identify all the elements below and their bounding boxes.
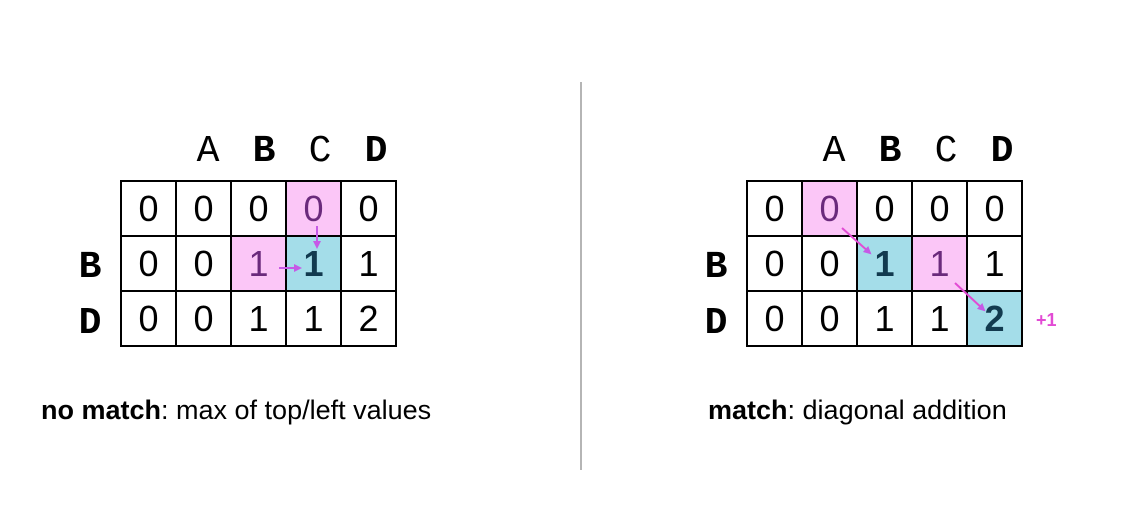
table-cell: 1	[856, 290, 913, 347]
table-cell: 0	[120, 180, 177, 237]
col-header-b: B	[252, 130, 276, 173]
table-row: 0 0 0 0 0	[746, 180, 1023, 237]
table-cell: 1	[285, 290, 342, 347]
col-header-b: B	[878, 130, 902, 173]
result-cell: 2	[966, 290, 1023, 347]
table-cell: 1	[911, 290, 968, 347]
increment-note: +1	[1036, 310, 1057, 330]
diagonal-source-cell: 1	[911, 235, 968, 292]
table-cell: 0	[175, 235, 232, 292]
diagonal-source-cell: 0	[801, 180, 858, 237]
row-header-d: D	[78, 302, 102, 345]
table-cell: 0	[856, 180, 913, 237]
table-cell: 0	[120, 290, 177, 347]
col-header-d: D	[364, 130, 388, 173]
col-header-c: C	[934, 130, 958, 173]
table-cell: 0	[801, 290, 858, 347]
table-cell: 0	[230, 180, 287, 237]
table-cell: 2	[340, 290, 397, 347]
table-row: 0 0 1 1 1	[120, 235, 397, 292]
lcs-table: 0 0 0 0 0 0 0 1 1 1 0 0 1 1 2	[746, 180, 1023, 347]
table-cell: 0	[966, 180, 1023, 237]
result-cell: 1	[856, 235, 913, 292]
caption-text: : max of top/left values	[161, 395, 432, 425]
table-row: 0 0 1 1 2	[746, 290, 1023, 347]
row-header-b: B	[704, 246, 728, 289]
left-source-cell: 1	[230, 235, 287, 292]
col-header-d: D	[990, 130, 1014, 173]
col-header-a: A	[822, 130, 846, 173]
caption-bold: no match	[41, 395, 162, 425]
panel-divider	[580, 82, 582, 470]
table-cell: 0	[746, 180, 803, 237]
table-cell: 0	[746, 290, 803, 347]
lcs-table: 0 0 0 0 0 0 0 1 1 1 0 0 1 1 2	[120, 180, 397, 347]
table-cell: 0	[120, 235, 177, 292]
table-row: 0 0 1 1 2	[120, 290, 397, 347]
table-row: 0 0 0 0 0	[120, 180, 397, 237]
result-cell: 1	[285, 235, 342, 292]
match-caption: match: diagonal addition	[708, 393, 1007, 427]
col-header-a: A	[196, 130, 220, 173]
table-cell: 0	[175, 180, 232, 237]
caption-bold: match	[708, 395, 788, 425]
table-cell: 0	[801, 235, 858, 292]
table-cell: 1	[340, 235, 397, 292]
table-cell: 1	[230, 290, 287, 347]
table-cell: 0	[340, 180, 397, 237]
top-source-cell: 0	[285, 180, 342, 237]
row-header-d: D	[704, 302, 728, 345]
col-header-c: C	[308, 130, 332, 173]
caption-text: : diagonal addition	[787, 395, 1007, 425]
no-match-caption: no match: max of top/left values	[41, 393, 431, 427]
table-cell: 0	[746, 235, 803, 292]
table-row: 0 0 1 1 1	[746, 235, 1023, 292]
table-cell: 0	[175, 290, 232, 347]
table-cell: 1	[966, 235, 1023, 292]
table-cell: 0	[911, 180, 968, 237]
match-panel: A B C D B D 0 0 0 0 0 0 0 1 1 1 0 0 1 1 …	[563, 0, 1126, 522]
row-header-b: B	[78, 246, 102, 289]
no-match-panel: A B C D B D 0 0 0 0 0 0 0 1 1 1 0 0 1 1 …	[41, 130, 431, 427]
